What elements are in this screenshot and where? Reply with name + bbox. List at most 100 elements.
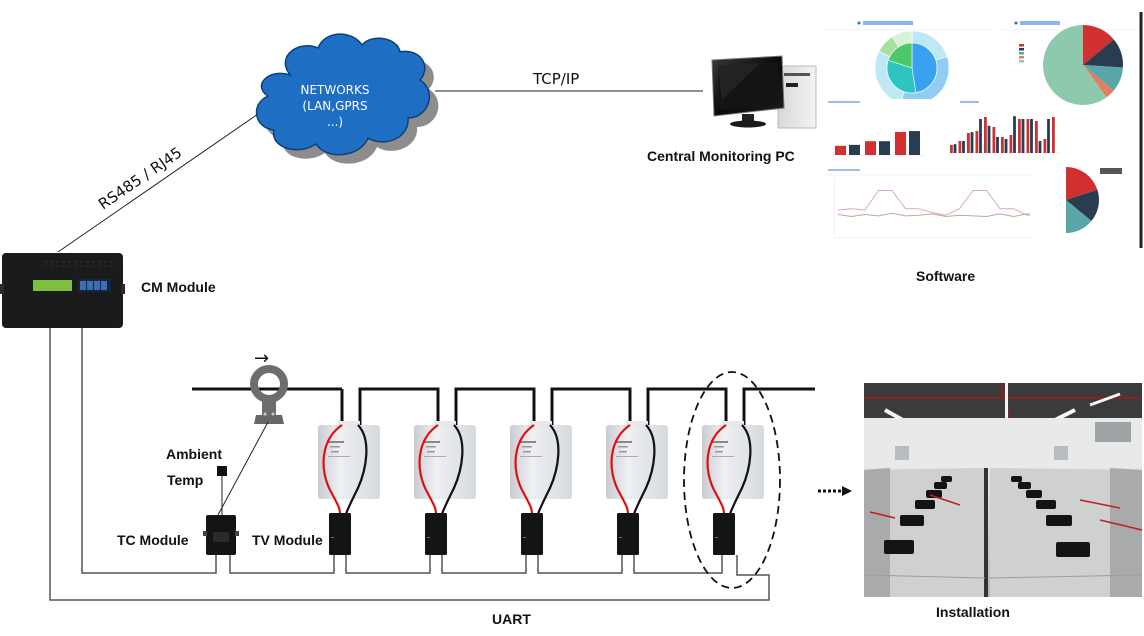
tv-module-device <box>713 513 735 555</box>
positive-wire <box>322 424 343 515</box>
battery-terminal-cap <box>338 421 360 426</box>
rs485-link-line <box>57 113 259 253</box>
battery-label-text <box>328 456 350 457</box>
network-cloud-line: (LAN,GPRS <box>302 99 368 113</box>
software-label: Software <box>916 268 975 284</box>
bar2-bar <box>967 133 970 153</box>
bar2-bar <box>1047 119 1050 153</box>
battery-label-text <box>712 441 728 443</box>
battery-label-text <box>714 446 724 448</box>
tc-module-label: TC Module <box>117 532 189 548</box>
negative-wire <box>344 424 368 515</box>
network-cloud <box>255 33 439 164</box>
battery-label-text <box>330 446 340 448</box>
installed-red-cable <box>929 494 961 506</box>
pie-slice <box>1083 25 1114 65</box>
uart-bus <box>49 328 770 601</box>
positive-wire <box>706 424 727 515</box>
dc-busbar <box>192 387 815 425</box>
battery-body <box>606 425 668 499</box>
battery-label-text <box>427 451 435 453</box>
sunburst-inner-slice <box>911 42 938 94</box>
pie-legend-swatch <box>1019 60 1024 63</box>
battery-cell <box>414 421 476 555</box>
installed-red-cable <box>869 511 896 519</box>
bar2-bar <box>1018 119 1021 153</box>
installed-monitor-module <box>884 540 914 554</box>
tcpip-link-label: TCP/IP <box>532 70 579 88</box>
negative-wire <box>728 424 752 515</box>
bar1-bar <box>835 145 846 155</box>
halfpie-clip-mask <box>1030 160 1066 240</box>
bar2-bar <box>970 132 974 153</box>
pie-legend-swatch <box>1019 48 1024 51</box>
cm-module-label: CM Module <box>141 279 216 295</box>
current-direction-arrow: → <box>254 348 269 369</box>
network-cloud-line: ...) <box>326 115 344 129</box>
bar2-bar <box>1021 119 1025 153</box>
panel-title-pie <box>1020 21 1060 25</box>
panel-title-sunburst <box>863 21 913 25</box>
halfpie-tooltip <box>1100 168 1122 174</box>
battery-cell <box>510 421 572 555</box>
negative-wire <box>440 424 464 515</box>
line-series <box>837 212 1055 217</box>
halfpie-slice <box>1066 167 1098 200</box>
ambient-temp-label-line1: Ambient <box>166 446 222 462</box>
bar2-bar <box>1038 141 1042 153</box>
bar1-bar <box>879 141 890 155</box>
bar2-bar <box>979 119 982 153</box>
battery-body <box>318 425 380 499</box>
negative-wire <box>536 424 560 515</box>
installed-monitor-module <box>941 476 952 482</box>
installation-label: Installation <box>936 604 1010 620</box>
cm-button <box>94 281 100 290</box>
battery-label-text <box>424 441 440 443</box>
tv-module-led <box>427 537 430 538</box>
cm-button <box>87 281 93 290</box>
installed-monitor-module <box>1011 476 1022 482</box>
tv-module-led <box>715 537 718 538</box>
bar1-bar <box>865 141 876 155</box>
installed-monitor-module <box>934 482 947 489</box>
battery-label-text <box>426 446 436 448</box>
sunburst-inner-slice <box>887 42 913 69</box>
bar1-bar <box>895 132 906 155</box>
installed-monitor-module <box>1056 542 1090 557</box>
highlight-cell-ellipse <box>683 371 781 589</box>
cm-lcd-display <box>33 280 72 291</box>
installed-red-cable <box>1079 499 1121 509</box>
tv-module-device <box>425 513 447 555</box>
bar2-bar <box>1052 117 1055 153</box>
positive-wire <box>610 424 631 515</box>
battery-label-text <box>522 446 532 448</box>
line-series <box>837 190 1055 216</box>
bar2-bar <box>1030 119 1033 153</box>
installed-monitor-module <box>915 500 935 509</box>
network-cloud-line: NETWORKS <box>300 83 370 97</box>
battery-label-text <box>520 441 536 443</box>
battery-terminal-cap <box>722 421 744 426</box>
tv-module-label: TV Module <box>252 532 323 548</box>
battery-label-text <box>619 451 627 453</box>
pie-legend-swatch <box>1019 44 1024 47</box>
current-sensor-ct <box>250 365 288 424</box>
tv-module-device <box>329 513 351 555</box>
tv-module-led <box>523 537 526 538</box>
sunburst-inner-slice <box>886 59 917 94</box>
dotted-arrow-to-installation <box>818 486 852 496</box>
bar2-bar <box>975 131 979 153</box>
battery-string <box>318 421 764 555</box>
pie-slice <box>1042 25 1107 105</box>
positive-wire <box>514 424 535 515</box>
software-dashboard-screenshot <box>824 12 1143 248</box>
bar2-bar <box>1026 119 1030 153</box>
rs485-link-label: RS485 / RJ45 <box>95 143 185 213</box>
battery-label-text <box>331 451 339 453</box>
battery-label-text <box>715 451 723 453</box>
bar2-bar <box>992 127 996 153</box>
installation-photo <box>863 382 1143 597</box>
pie-legend-swatch <box>1019 52 1024 55</box>
bar1-bar <box>849 144 860 155</box>
battery-label-text <box>616 441 632 443</box>
